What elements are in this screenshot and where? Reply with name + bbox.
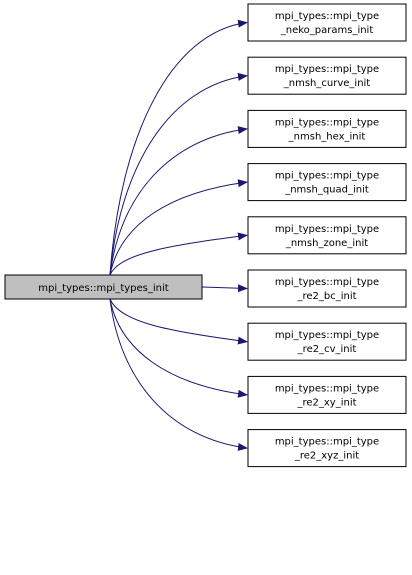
callee-node-label-line2: _re2_bc_init	[296, 291, 356, 302]
callee-node-box	[247, 322, 407, 361]
callee-node-label-line1: mpi_types::mpi_type	[275, 117, 379, 128]
callee-node-box	[247, 109, 407, 148]
callee-node-label-line2: _nmsh_curve_init	[283, 78, 371, 89]
callee-node-label-line1: mpi_types::mpi_type	[275, 383, 379, 394]
callee-node-label-line2: _nmsh_zone_init	[285, 238, 368, 249]
call-edge	[109, 126, 248, 276]
callee-node-neko-params-init[interactable]: mpi_types::mpi_type_neko_params_init	[247, 3, 407, 42]
callee-node-label-line2: _re2_xy_init	[296, 397, 356, 408]
call-edge	[109, 298, 248, 345]
call-edge	[109, 72, 248, 276]
callee-node-re2-xyz-init[interactable]: mpi_types::mpi_type_re2_xyz_init	[247, 429, 407, 468]
callee-node-label-line2: _re2_xyz_init	[294, 451, 359, 462]
callee-node-box	[247, 216, 407, 255]
call-edges	[109, 19, 248, 451]
callee-node-label-line2: _re2_cv_init	[297, 344, 357, 355]
root-node-box	[4, 274, 203, 300]
callee-node-re2-xy-init[interactable]: mpi_types::mpi_type_re2_xy_init	[247, 375, 407, 414]
call-edge	[109, 19, 248, 276]
callee-node-label-line2: _nmsh_hex_init	[288, 131, 366, 142]
callee-node-box	[247, 56, 407, 95]
call-edge	[201, 284, 248, 293]
callee-node-label-line1: mpi_types::mpi_type	[275, 437, 379, 448]
callee-node-label-line2: _nmsh_quad_init	[284, 185, 369, 196]
callee-node-label-line1: mpi_types::mpi_type	[275, 64, 379, 75]
callee-node-re2-bc-init[interactable]: mpi_types::mpi_type_re2_bc_init	[247, 269, 407, 308]
callee-node-label-line1: mpi_types::mpi_type	[275, 11, 379, 22]
callee-nodes: mpi_types::mpi_type_neko_params_initmpi_…	[247, 3, 407, 468]
call-edge	[109, 298, 248, 451]
callee-node-label-line1: mpi_types::mpi_type	[275, 330, 379, 341]
callee-node-label-line1: mpi_types::mpi_type	[275, 277, 379, 288]
call-edge	[109, 232, 248, 276]
callee-node-re2-cv-init[interactable]: mpi_types::mpi_type_re2_cv_init	[247, 322, 407, 361]
callee-node-box	[247, 269, 407, 308]
callee-node-nmsh-curve-init[interactable]: mpi_types::mpi_type_nmsh_curve_init	[247, 56, 407, 95]
callee-node-box	[247, 429, 407, 468]
callee-node-label-line1: mpi_types::mpi_type	[275, 224, 379, 235]
callee-node-nmsh-zone-init[interactable]: mpi_types::mpi_type_nmsh_zone_init	[247, 216, 407, 255]
call-edge	[109, 179, 248, 276]
callee-node-label-line2: _neko_params_init	[280, 25, 374, 36]
root-node-mpi-types-init[interactable]: mpi_types::mpi_types_init	[4, 274, 203, 300]
callee-node-box	[247, 375, 407, 414]
callee-node-box	[247, 3, 407, 42]
callee-node-nmsh-quad-init[interactable]: mpi_types::mpi_type_nmsh_quad_init	[247, 163, 407, 202]
callee-node-nmsh-hex-init[interactable]: mpi_types::mpi_type_nmsh_hex_init	[247, 109, 407, 148]
callee-node-box	[247, 163, 407, 202]
root-node-label: mpi_types::mpi_types_init	[38, 283, 168, 294]
callee-node-label-line1: mpi_types::mpi_type	[275, 171, 379, 182]
call-edge	[109, 298, 248, 398]
